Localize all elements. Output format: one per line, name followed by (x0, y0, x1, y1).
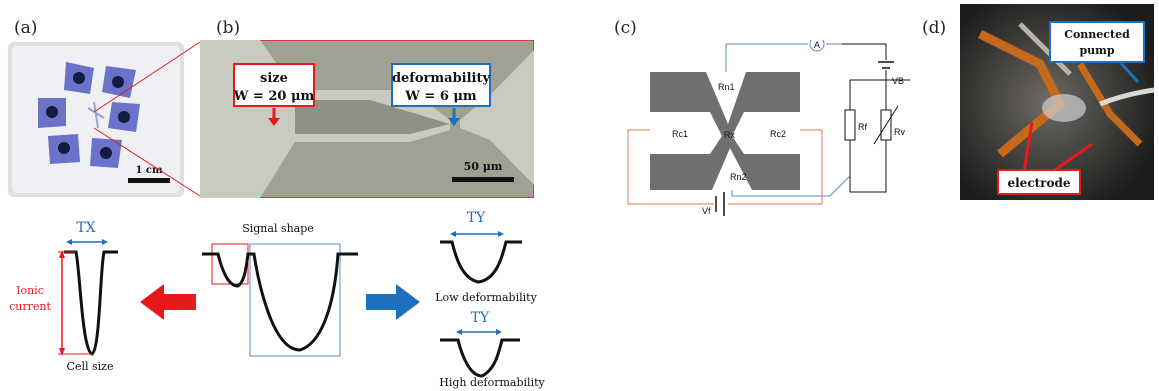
low-deformability-trace (440, 240, 522, 284)
setup-photo: Connected pump electrode (960, 4, 1154, 200)
channel-micrograph: size W = 20 μm deformability W = 6 μm 50… (200, 40, 534, 198)
ty-high-label: TY (471, 310, 490, 326)
pump-label-line1: Connected (1064, 28, 1130, 41)
panel-a-label: (a) (14, 18, 38, 38)
svg-text:deformability: deformability (392, 71, 491, 86)
size-arrow (268, 108, 280, 126)
svg-text:Vf: Vf (702, 206, 711, 216)
scale-1cm: 1 cm (135, 165, 163, 176)
signal-shape-trace (202, 252, 358, 352)
svg-text:W = 20 μm: W = 20 μm (233, 89, 315, 104)
svg-text:VB: VB (892, 76, 904, 86)
ty-low-label: TY (467, 210, 486, 226)
rc1-label: Rc1 (672, 129, 688, 139)
panel-c-label: (c) (614, 18, 637, 38)
rc2-label: Rc2 (770, 129, 786, 139)
red-arrow (140, 284, 196, 320)
rx-label: Rx (724, 130, 735, 140)
cell-size-trace (64, 250, 118, 356)
svg-text:size: size (260, 71, 288, 86)
size-label-box: size W = 20 μm (233, 63, 315, 107)
low-deformability-label: Low deformability (435, 291, 537, 304)
rn1-label: Rn1 (718, 82, 735, 92)
svg-text:A: A (814, 40, 820, 50)
panel-d-label: (d) (922, 18, 947, 38)
rf-label: Rf (858, 122, 867, 132)
electrode-callout: electrode (997, 121, 1093, 195)
ammeter: A (809, 40, 825, 52)
panel-b-label: (b) (216, 18, 241, 38)
signal-shape-label: Signal shape (242, 222, 314, 235)
vf-battery: Vf (702, 192, 725, 216)
scale-50um: 50 μm (464, 160, 503, 173)
current-label: current (9, 300, 51, 313)
high-deformability-label: High deformability (439, 376, 545, 389)
svg-text:W = 6 μm: W = 6 μm (404, 89, 477, 104)
deformability-label-box: deformability W = 6 μm (391, 63, 491, 107)
vb-battery: VB (878, 61, 904, 86)
pump-callout: Connected pump (1049, 21, 1145, 84)
rn2-label: Rn2 (730, 172, 747, 182)
rf-resistor (844, 109, 856, 141)
pump-label-line2: pump (1079, 44, 1114, 57)
zoom-lines (93, 41, 201, 197)
circuit-diagram: Rc1 Rc2 Rn1 Rx Rn2 A Vf VB Rf Rv (627, 40, 910, 216)
ionic-label: Ionic (16, 284, 44, 297)
rv-label: Rv (894, 127, 905, 137)
blue-arrow (366, 284, 420, 320)
cell-size-label: Cell size (67, 360, 114, 373)
high-deformability-trace (440, 338, 520, 378)
reservoir-pattern (38, 62, 140, 168)
svg-text:electrode: electrode (1007, 176, 1070, 190)
tx-label: TX (76, 220, 95, 236)
deformability-arrow (448, 108, 460, 126)
signal-diagram: TX Ionic current Cell size Signal shape … (9, 210, 545, 389)
